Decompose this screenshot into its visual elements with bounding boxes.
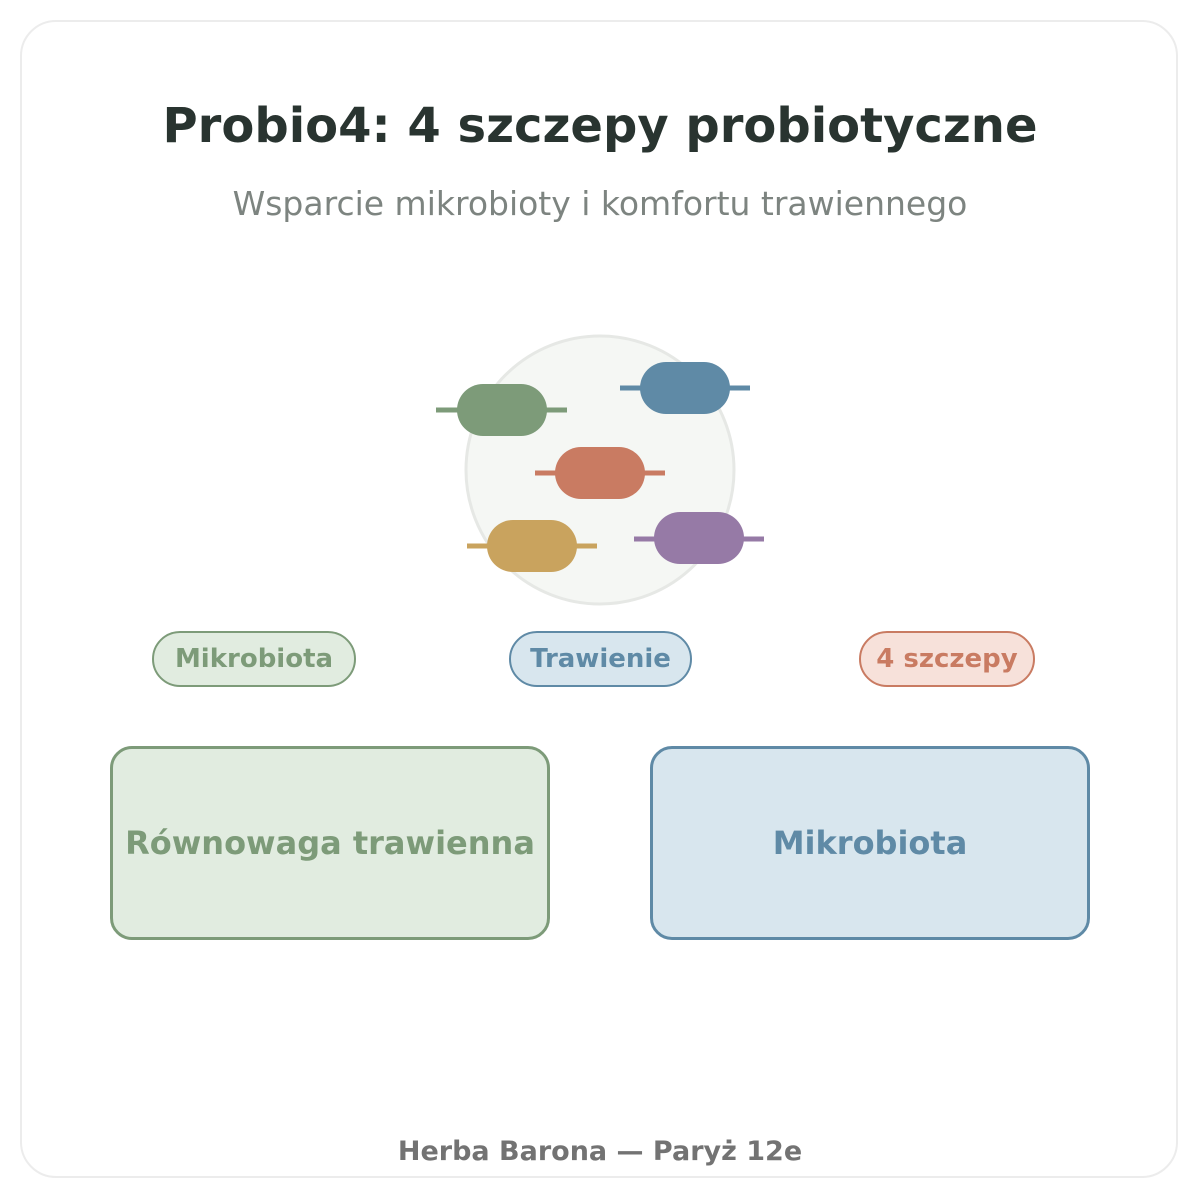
box-mikrobiota: Mikrobiota	[650, 746, 1090, 940]
tag-mikrobiota: Mikrobiota	[152, 631, 356, 687]
box-rownowaga-trawienna: Równowaga trawienna	[110, 746, 550, 940]
bacterium-purple	[634, 512, 764, 564]
bacterium-green	[436, 384, 567, 436]
page-title: Probio4: 4 szczepy probiotyczne	[162, 98, 1038, 154]
tag-trawienie: Trawienie	[509, 631, 692, 687]
page-subtitle: Wsparcie mikrobioty i komfortu trawienne…	[232, 184, 968, 223]
footer-text: Herba Barona — Paryż 12e	[397, 1136, 803, 1167]
bacterium-orange	[535, 447, 665, 499]
tag-4-szczepy: 4 szczepy	[859, 631, 1035, 687]
bacterium-blue	[620, 362, 750, 414]
bacterium-yellow	[467, 520, 597, 572]
